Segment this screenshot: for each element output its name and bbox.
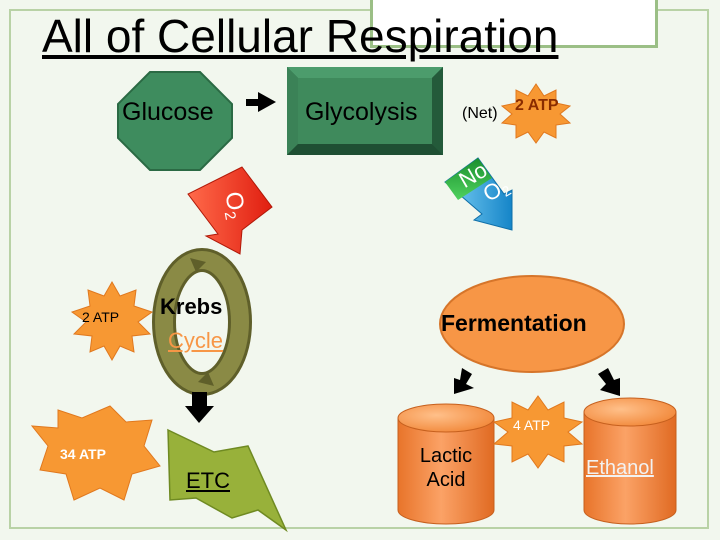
fermentation-to-lactic-arrow <box>454 368 474 394</box>
fermentation-ellipse <box>439 275 625 373</box>
krebs-atp-burst <box>70 280 154 362</box>
fermentation-label: Fermentation <box>441 310 587 336</box>
oxygen-letter: O <box>219 189 250 213</box>
glycolysis-label: Glycolysis <box>305 98 418 126</box>
oxygen-arrow <box>187 166 273 255</box>
ethanol-label: Ethanol <box>586 457 654 479</box>
glycolysis-atp-burst <box>500 83 572 144</box>
fermentation-to-ethanol-arrow <box>598 368 620 396</box>
fermentation-atp-burst <box>492 395 584 469</box>
lactic-acid-label: Lactic Acid <box>406 444 486 492</box>
krebs-cycle-ring <box>152 248 252 396</box>
glucose-label: Glucose <box>122 98 214 126</box>
glucose-to-glycolysis-arrow <box>246 92 276 112</box>
title-decoration-tab <box>370 0 658 48</box>
etc-label: ETC <box>186 468 230 493</box>
etc-atp-label: 34 ATP <box>60 446 106 462</box>
net-label: (Net) <box>462 105 498 122</box>
krebs-label: Krebs <box>160 294 223 319</box>
glucose-octagon <box>117 71 233 171</box>
glycolysis-atp-label: 2 ATP <box>515 97 559 114</box>
etc-lightning-bolt <box>167 428 288 533</box>
no-oxygen-arrow-upper <box>445 158 492 200</box>
cycle-label: Cycle <box>168 328 224 353</box>
glycolysis-box <box>287 67 443 155</box>
krebs-atp-label: 2 ATP <box>82 309 120 325</box>
krebs-to-etc-arrow <box>185 392 214 423</box>
acid-line: Acid <box>426 469 466 491</box>
lactic-acid-cylinder <box>397 403 495 525</box>
lactic-line: Lactic <box>419 445 473 467</box>
slide-frame <box>9 9 709 529</box>
slide-title: All of Cellular Respiration <box>42 10 559 62</box>
fermentation-atp-label: 4 ATP <box>513 417 551 433</box>
etc-atp-burst <box>30 405 161 501</box>
oxygen-label: O2 <box>218 189 250 222</box>
ethanol-cylinder <box>583 397 677 525</box>
